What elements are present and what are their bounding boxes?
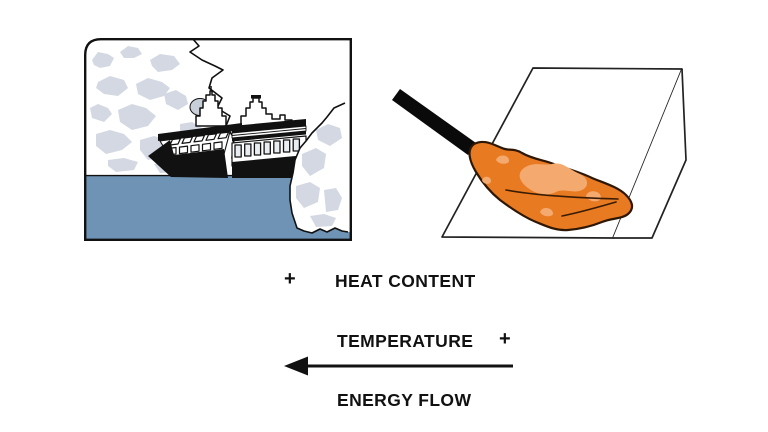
ship-glacier-illustration xyxy=(84,38,352,241)
cruise-ship-icon xyxy=(148,86,313,178)
hot-iron-head-icon xyxy=(468,140,634,232)
plus-icon-temperature: + xyxy=(499,328,511,350)
head-edge-creases xyxy=(505,189,619,217)
branding-iron-illustration xyxy=(392,67,687,239)
energy-flow-arrow-icon xyxy=(284,356,513,376)
temperature-label: TEMPERATURE xyxy=(337,331,474,351)
plus-icon-heat-content: + xyxy=(284,268,296,290)
energy-flow-label: ENERGY FLOW xyxy=(337,390,472,410)
front-upper-windows xyxy=(169,131,230,146)
front-mast xyxy=(195,90,227,127)
iron-handle xyxy=(392,89,476,155)
illustration-frame xyxy=(84,38,352,241)
rear-windows xyxy=(234,138,301,158)
molten-highlights xyxy=(482,155,602,217)
glacier-right-icon xyxy=(289,102,352,234)
front-hull xyxy=(148,140,228,178)
heat-content-label: HEAT CONTENT xyxy=(335,271,476,291)
